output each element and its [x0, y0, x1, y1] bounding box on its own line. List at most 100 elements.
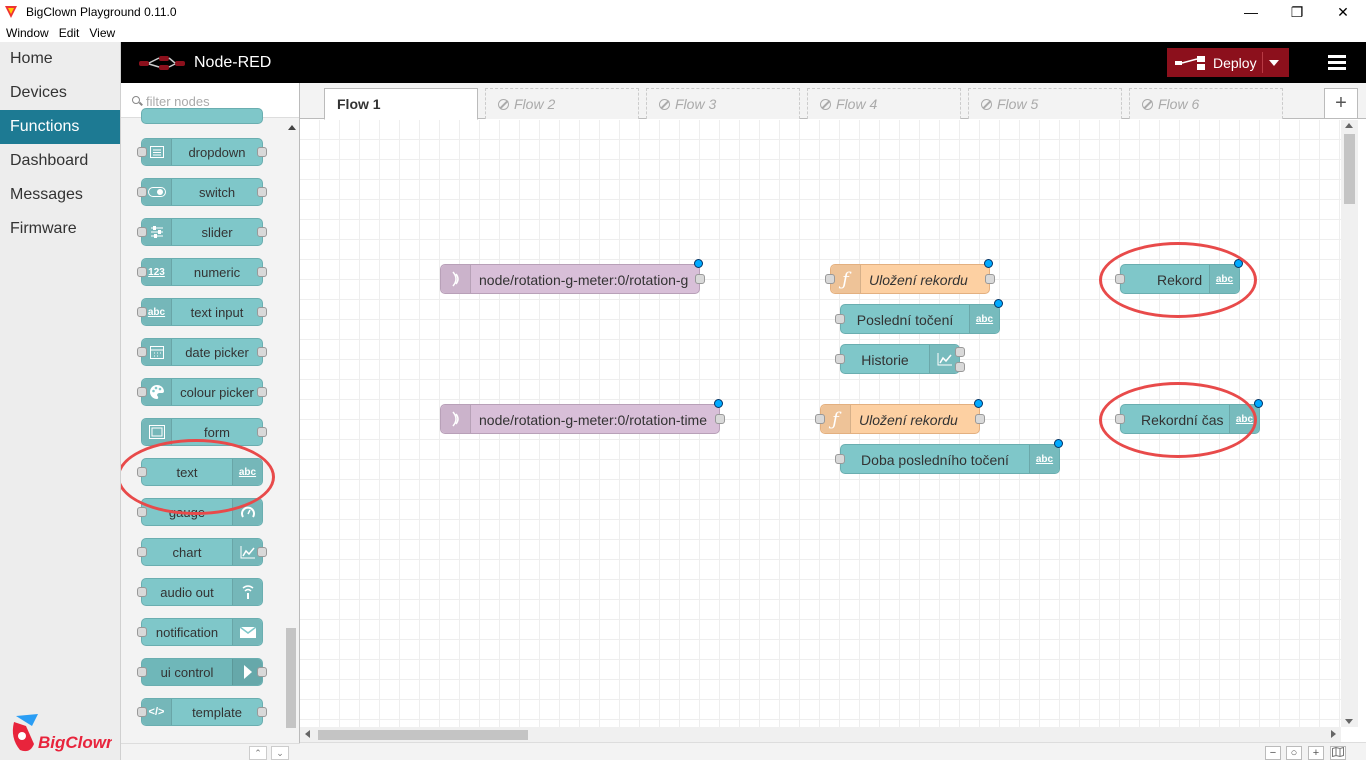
palette-node-text-input[interactable]: abc text input: [137, 298, 267, 326]
output-port[interactable]: [695, 274, 705, 284]
palette-node-template[interactable]: </> template: [137, 698, 267, 726]
input-port[interactable]: [137, 147, 147, 157]
mqtt-node-rotation-time[interactable]: node/rotation-g-meter:0/rotation-time: [440, 399, 725, 434]
input-port[interactable]: [825, 274, 835, 284]
navigator-button[interactable]: [1330, 746, 1346, 760]
mqtt-node-rotation-g[interactable]: node/rotation-g-meter:0/rotation-g: [440, 259, 705, 294]
zoom-out-button[interactable]: −: [1265, 746, 1281, 760]
minimize-button[interactable]: —: [1244, 4, 1258, 20]
workspace-vertical-scrollbar[interactable]: [1341, 120, 1358, 727]
input-port[interactable]: [835, 314, 845, 324]
input-port[interactable]: [137, 587, 147, 597]
filter-placeholder: filter nodes: [146, 94, 210, 109]
palette-node-partial[interactable]: [141, 108, 263, 124]
function-node-ulozeni-rekordu-1[interactable]: ƒ Uložení rekordu: [825, 259, 995, 294]
palette-node-slider[interactable]: slider: [137, 218, 267, 246]
scroll-up-icon[interactable]: [1345, 123, 1353, 128]
horizontal-scroll-thumb[interactable]: [318, 730, 528, 740]
nav-messages[interactable]: Messages: [10, 186, 83, 203]
input-port[interactable]: [137, 667, 147, 677]
palette-node-label: dropdown: [188, 145, 246, 160]
scroll-right-icon[interactable]: [1331, 730, 1336, 738]
changed-indicator: [694, 259, 703, 268]
input-port[interactable]: [835, 454, 845, 464]
nav-devices[interactable]: Devices: [10, 84, 67, 101]
scroll-down-icon[interactable]: [1345, 719, 1353, 724]
output-port[interactable]: [257, 147, 267, 157]
menu-edit[interactable]: Edit: [58, 26, 80, 40]
tab-flow-6[interactable]: Flow 6: [1129, 88, 1283, 119]
palette-node-notification[interactable]: notification: [137, 618, 263, 646]
input-port[interactable]: [137, 267, 147, 277]
palette-node-numeric[interactable]: 123 numeric: [137, 258, 267, 286]
menu-icon[interactable]: [1328, 55, 1346, 71]
text-node-posledni-toceni[interactable]: Poslední točení abc: [835, 299, 1003, 334]
scroll-up-icon[interactable]: [288, 125, 296, 130]
function-node-ulozeni-rekordu-2[interactable]: ƒ Uložení rekordu: [815, 399, 985, 434]
palette-node-colour-picker[interactable]: colour picker: [137, 378, 267, 406]
close-button[interactable]: ✕: [1337, 3, 1349, 20]
palette-node-chart[interactable]: chart: [137, 538, 267, 566]
tab-flow-3[interactable]: Flow 3: [646, 88, 800, 119]
palette-node-dropdown[interactable]: dropdown: [137, 138, 267, 166]
text-node-doba-posledniho-toceni[interactable]: Doba posledního točení abc: [835, 439, 1063, 474]
nav-home[interactable]: Home: [10, 50, 53, 67]
palette-node-date-picker[interactable]: date picker: [137, 338, 267, 366]
envelope-icon: [232, 619, 262, 645]
input-port[interactable]: [137, 307, 147, 317]
output-port[interactable]: [257, 387, 267, 397]
palette-node-switch[interactable]: switch: [137, 178, 267, 206]
scroll-left-icon[interactable]: [305, 730, 310, 738]
flow-workspace[interactable]: node/rotation-g-meter:0/rotation-g ƒ Ulo…: [300, 120, 1341, 727]
output-port[interactable]: [975, 414, 985, 424]
output-port[interactable]: [985, 274, 995, 284]
palette-node-audio-out[interactable]: audio out: [137, 578, 263, 606]
deploy-caret-icon[interactable]: [1269, 60, 1279, 66]
input-port[interactable]: [137, 347, 147, 357]
input-port[interactable]: [835, 354, 845, 364]
palette-scroll-thumb[interactable]: [286, 628, 296, 728]
output-port[interactable]: [955, 347, 965, 357]
output-port[interactable]: [257, 427, 267, 437]
zoom-reset-button[interactable]: ○: [1286, 746, 1302, 760]
input-port[interactable]: [815, 414, 825, 424]
tab-flow-4[interactable]: Flow 4: [807, 88, 961, 119]
menu-view[interactable]: View: [89, 26, 116, 40]
nav-firmware[interactable]: Firmware: [10, 220, 77, 237]
input-port[interactable]: [137, 387, 147, 397]
output-port[interactable]: [257, 267, 267, 277]
collapse-all-button[interactable]: ⌃: [249, 746, 267, 760]
nav-dashboard[interactable]: Dashboard: [10, 152, 89, 169]
input-port[interactable]: [137, 547, 147, 557]
menu-window[interactable]: Window: [6, 26, 49, 40]
output-port[interactable]: [257, 667, 267, 677]
deploy-button[interactable]: Deploy: [1167, 48, 1289, 77]
palette-node-ui-control[interactable]: ui control: [137, 658, 267, 686]
palette-scrollbar[interactable]: [284, 118, 299, 743]
input-port[interactable]: [137, 627, 147, 637]
tab-flow-5[interactable]: Flow 5: [968, 88, 1122, 119]
output-port[interactable]: [257, 707, 267, 717]
tab-flow-1[interactable]: Flow 1: [324, 88, 478, 120]
input-port[interactable]: [137, 507, 147, 517]
output-port[interactable]: [257, 227, 267, 237]
output-port[interactable]: [257, 187, 267, 197]
output-port-2[interactable]: [955, 362, 965, 372]
workspace-horizontal-scrollbar[interactable]: [300, 727, 1341, 742]
add-flow-button[interactable]: +: [1324, 88, 1358, 119]
bigclown-logo: BigClown: [12, 714, 112, 752]
output-port[interactable]: [715, 414, 725, 424]
output-port[interactable]: [257, 307, 267, 317]
vertical-scroll-thumb[interactable]: [1344, 134, 1355, 204]
input-port[interactable]: [137, 707, 147, 717]
output-port[interactable]: [257, 347, 267, 357]
zoom-in-button[interactable]: +: [1308, 746, 1324, 760]
input-port[interactable]: [137, 187, 147, 197]
tab-flow-2[interactable]: Flow 2: [485, 88, 639, 119]
chart-node-historie[interactable]: Historie: [835, 344, 965, 374]
maximize-button[interactable]: ❐: [1290, 3, 1304, 20]
nav-functions[interactable]: Functions: [0, 110, 120, 144]
expand-all-button[interactable]: ⌄: [271, 746, 289, 760]
input-port[interactable]: [137, 227, 147, 237]
output-port[interactable]: [257, 547, 267, 557]
